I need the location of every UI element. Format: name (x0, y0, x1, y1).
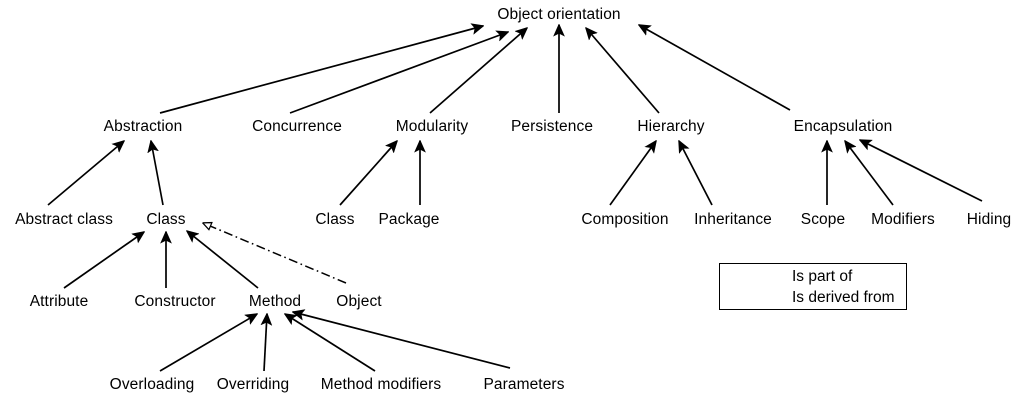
node-concurrence[interactable]: Concurrence (252, 118, 342, 135)
edge-is-part-of (285, 314, 376, 372)
edge-is-part-of (159, 314, 257, 372)
edge-is-part-of (639, 25, 791, 111)
edge-is-part-of (845, 141, 894, 206)
node-abstraction[interactable]: Abstraction (103, 118, 183, 135)
edge-is-part-of (860, 139, 983, 202)
node-class-modularity[interactable]: Class (315, 211, 355, 228)
edge-is-part-of (679, 141, 713, 206)
node-overloading[interactable]: Overloading (109, 376, 195, 393)
node-inheritance[interactable]: Inheritance (694, 211, 772, 228)
node-abstract-class[interactable]: Abstract class (15, 211, 113, 228)
node-package[interactable]: Package (378, 211, 440, 228)
node-method[interactable]: Method (248, 293, 302, 310)
edge-is-part-of (187, 231, 259, 289)
node-overriding[interactable]: Overriding (216, 376, 290, 393)
node-composition[interactable]: Composition (581, 211, 669, 228)
node-modifiers[interactable]: Modifiers (871, 211, 935, 228)
edge-is-part-of (151, 141, 164, 206)
legend-is-derived-from-label: Is derived from (792, 289, 895, 306)
node-object[interactable]: Object (336, 293, 382, 310)
node-method-modifiers[interactable]: Method modifiers (320, 376, 442, 393)
legend-box (719, 263, 907, 310)
node-scope[interactable]: Scope (800, 211, 846, 228)
node-parameters[interactable]: Parameters (483, 376, 565, 393)
edge-is-part-of (609, 141, 656, 206)
node-class-abstraction[interactable]: Class (146, 211, 186, 228)
node-persistence[interactable]: Persistence (510, 118, 594, 135)
node-attribute[interactable]: Attribute (29, 293, 89, 310)
node-constructor[interactable]: Constructor (134, 293, 216, 310)
edge-is-part-of (429, 28, 527, 114)
edge-is-part-of (63, 232, 144, 289)
edge-is-part-of (159, 26, 483, 114)
legend-is-part-of-label: Is part of (792, 268, 853, 285)
node-modularity[interactable]: Modularity (395, 118, 469, 135)
node-hierarchy[interactable]: Hierarchy (637, 118, 705, 135)
edge-is-part-of (289, 32, 508, 114)
node-encapsulation[interactable]: Encapsulation (793, 118, 893, 135)
node-hiding[interactable]: Hiding (966, 211, 1012, 228)
edge-is-part-of (264, 314, 267, 372)
edge-is-part-of (339, 141, 397, 206)
edge-is-part-of (293, 312, 511, 369)
node-object-orientation[interactable]: Object orientation (497, 6, 621, 23)
edge-is-part-of (47, 141, 124, 206)
edge-is-part-of (586, 28, 660, 114)
edge-is-derived-from (203, 223, 347, 284)
